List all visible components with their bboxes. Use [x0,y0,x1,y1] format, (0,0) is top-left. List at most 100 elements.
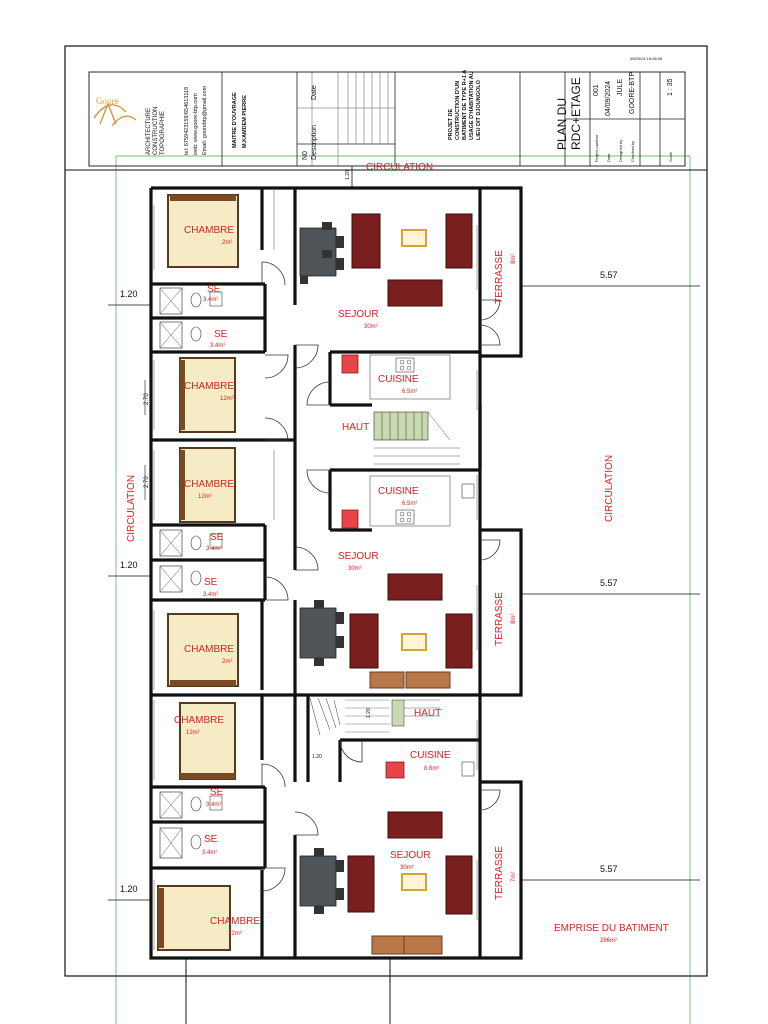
area-cuisine-3: 8.6m² [424,766,439,772]
area-terrasse-1: 8m² [511,254,517,264]
area-se-6: 3.4m² [202,850,217,856]
room-se-6: SE [204,834,218,845]
room-chambre-6: CHAMBRE [210,916,260,927]
area-sejour-2: 30m² [348,566,362,572]
area-terrasse-2: 8m² [511,614,517,624]
sheet-title-line-2: RDC+ETAGE [569,77,583,150]
dining-table-2 [299,607,337,659]
bed-4 [167,613,239,687]
area-chambre-3: 12m² [198,494,212,500]
room-terrasse-3: TERRASSE [494,846,505,900]
dimension-lines [108,166,700,1024]
room-cuisine-1: CUISINE [378,374,419,385]
bed-1 [167,194,239,268]
sheet-frame [64,45,708,977]
living-furniture [299,213,473,955]
area-terrasse-3: 7m² [511,872,517,882]
area-se-1: 3.4m² [203,297,218,303]
owner-name: M.KAMDEM PIERRE [242,95,248,148]
emprise-label: EMPRISE DU BATIMENT [554,923,669,934]
area-cuisine-2: 6.5m² [402,501,417,507]
room-chambre-5: CHAMBRE [174,715,224,726]
area-sejour-3: 30m² [400,865,414,871]
dim-557-top: 5.57 [600,270,618,280]
kitchen-fixtures [341,354,475,779]
checked-by-value: GOORE-BTP [629,72,636,114]
room-se-4: SE [204,577,218,588]
svg-text:Goore: Goore [96,96,119,106]
area-se-5: 3.4m² [206,802,221,808]
project-line-3: BATIMENT DE TYPE R+1 A [462,70,468,140]
room-se-1: SE [207,284,221,295]
room-chambre-4: CHAMBRE [184,644,234,655]
area-cuisine-1: 6.5m² [402,389,417,395]
owner-label: MAITRE D'OUVRAGE [232,92,238,148]
bed-2 [179,357,236,433]
bed-3 [179,447,236,523]
emprise-area: 286m² [600,938,617,944]
contact-email: Email: goorebtp@gmail.com [202,85,208,155]
area-chambre-2: 12m² [220,396,234,402]
stairs [309,411,460,736]
room-cuisine-2: CUISINE [378,486,419,497]
dim-120-circulation: 1.20 [345,170,351,180]
dim-557-bottom: 5.57 [600,864,618,874]
room-chambre-2: CHAMBRE [184,381,234,392]
area-se-4: 3.4m² [203,592,218,598]
project-line-2: CONSTRUCTION D'UN [455,81,461,140]
corner-stamp: 05/09/24 16:06:06 [630,56,663,61]
windows [153,188,478,950]
room-chambre-1: CHAMBRE [184,225,234,236]
sheet-title-line-1: PLAN DU [555,98,569,150]
dim-120-mid: 1.20 [120,560,138,570]
project-number-label: Project number [594,134,599,162]
date-label: Date [606,153,611,162]
room-terrasse-2: TERRASSE [494,592,505,646]
area-se-3: 3.4m² [206,546,221,552]
building-walls [149,186,523,960]
area-chambre-1: 2m² [222,240,232,246]
dim-120-landing: 1.20 [312,754,322,760]
revision-date-label: Date [311,85,318,100]
dining-table-3 [299,855,337,907]
contact-web: web: www.goore-btp.com [193,93,199,156]
area-chambre-6: 12m² [228,931,242,937]
beds [157,194,239,951]
dim-270-a: 2.70 [144,393,150,405]
scale-label: Scale [668,151,673,162]
room-cuisine-3: CUISINE [410,750,451,761]
room-sejour-2: SEJOUR [338,551,379,562]
room-chambre-3: CHAMBRE [184,479,234,490]
dim-120-stair: 1.20 [366,708,372,718]
date-value: 04/09/2024 [605,81,612,116]
company-line-3: TOPOGRAPHIE [160,111,166,155]
project-number: 001 [593,84,600,96]
doors [261,261,501,892]
revision-description-label: Description [311,125,318,160]
revision-number-label: N0 [302,151,309,160]
dim-557-mid: 5.57 [600,578,618,588]
circulation-top-label: CIRCULATION [366,162,433,173]
stair-haut-1: HAUT [342,422,369,433]
dim-270-b: 2.70 [144,476,150,488]
area-chambre-5: 12m² [186,730,200,736]
circulation-right-label: CIRCULATION [604,455,615,522]
dim-120-top: 1.20 [120,289,138,299]
checked-by-label: Checked by [630,141,635,162]
contact-phone: tel: 6759423159/654613118 [184,87,190,155]
designed-by-label: Designed by [618,140,623,162]
area-sejour-1: 30m² [364,324,378,330]
revision-table: Description N0 Date [297,72,395,166]
designed-by-value: JULE [617,79,624,96]
room-sejour-3: SEJOUR [390,850,431,861]
dim-120-bottom: 1.20 [120,884,138,894]
area-chambre-4: 2m² [222,659,232,665]
project-line-4: USAGE D'HABITATION AU [469,71,475,140]
project-line-5: LIEU DIT DJOUNGOLO [476,79,482,140]
green-guide-lines [115,155,691,1024]
room-sejour-1: SEJOUR [338,309,379,320]
room-labels: CHAMBRE 2m² SE 3.4m² SE 3.4m² CHAMBRE 12… [174,225,669,944]
room-se-5: SE [210,787,224,798]
company-line-2: CONSTRUCTION [153,107,159,155]
